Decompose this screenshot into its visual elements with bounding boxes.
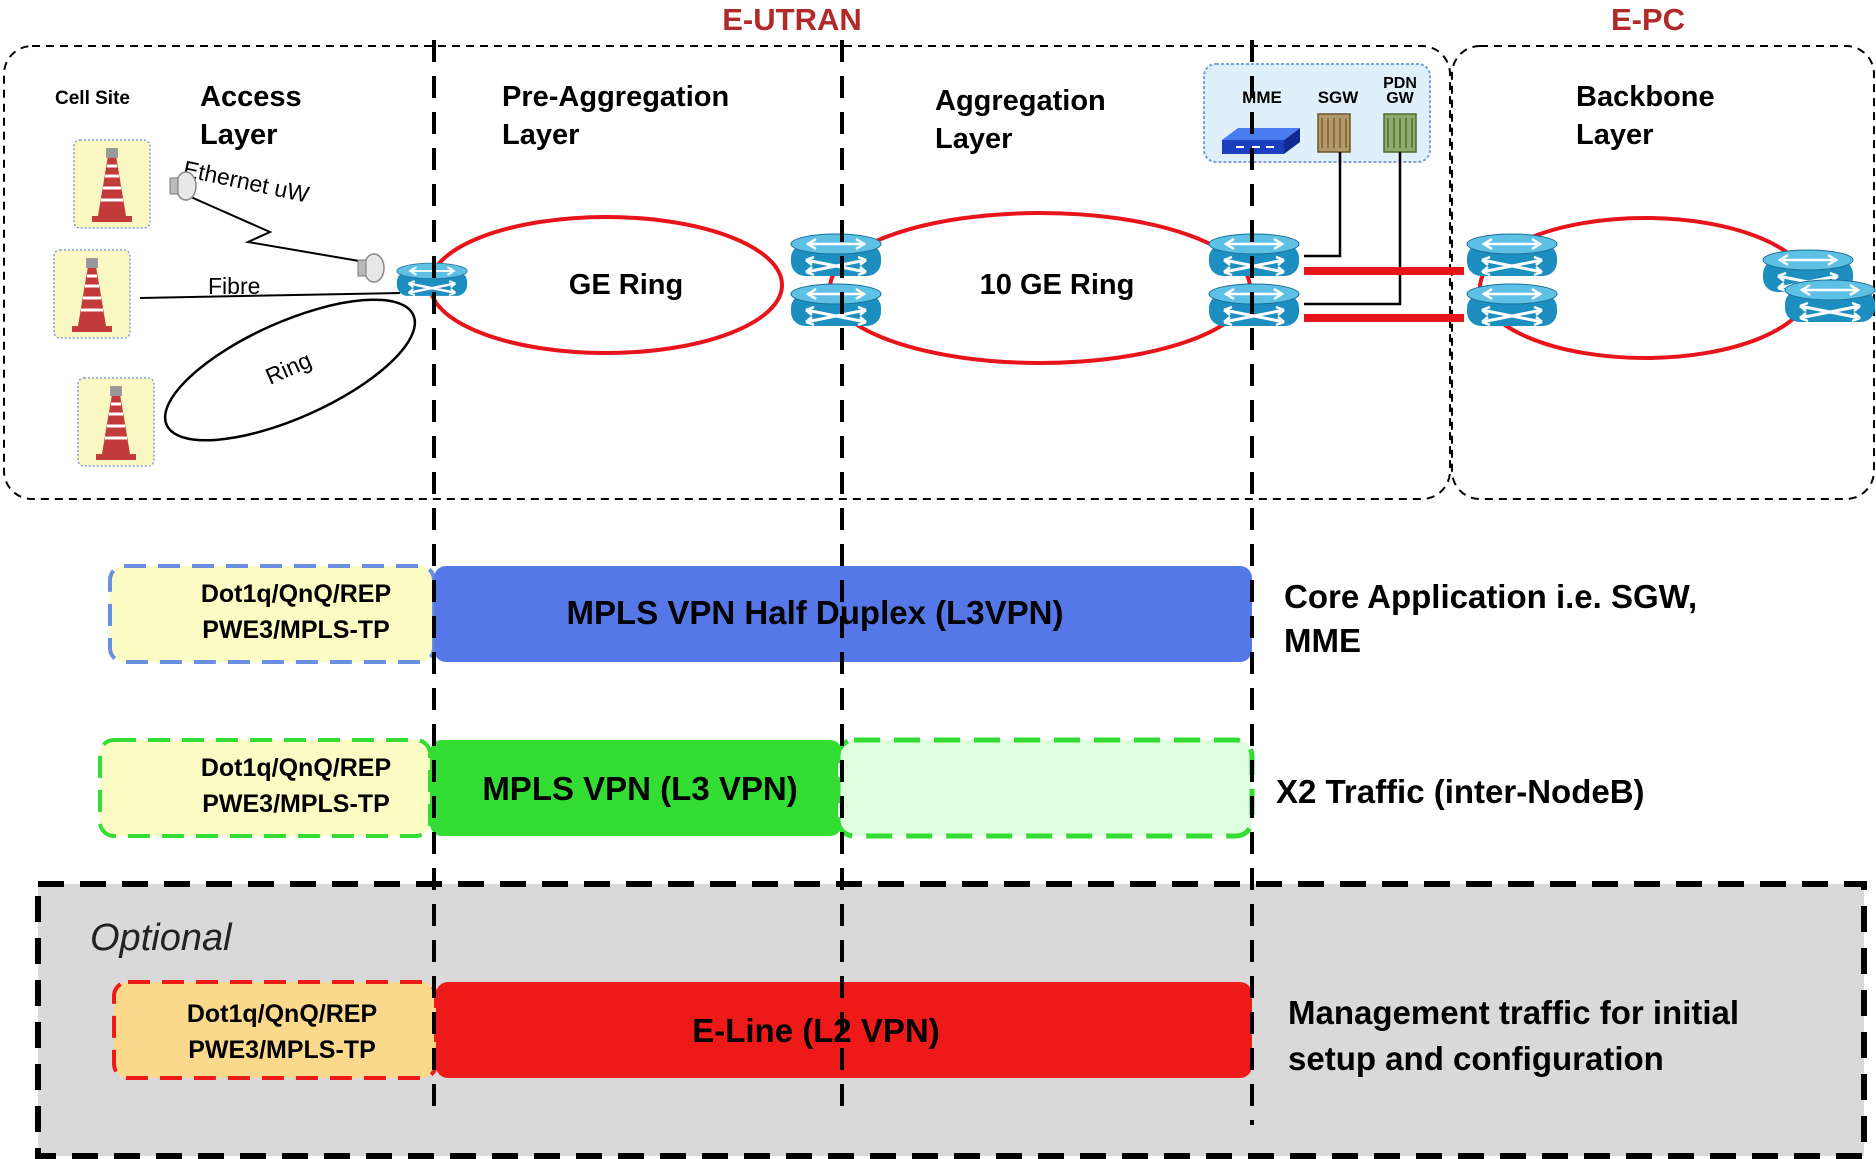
fibre-link bbox=[139, 292, 401, 299]
ethernet-uw-link bbox=[174, 189, 366, 263]
fibre-label: Fibre bbox=[208, 273, 260, 299]
access-layer-label-2: Layer bbox=[200, 119, 277, 151]
service-3-description-2: setup and configuration bbox=[1288, 1040, 1664, 1077]
service-2-optional-bar bbox=[835, 737, 1255, 839]
gw-label: GW bbox=[1386, 90, 1414, 107]
mme-label: MME bbox=[1242, 88, 1282, 107]
pdn-label: PDN bbox=[1383, 75, 1417, 92]
service-2-access-line-1: Dot1q/QnQ/REP bbox=[201, 754, 391, 782]
router-icon bbox=[789, 282, 883, 328]
service-3-description-1: Management traffic for initial bbox=[1288, 994, 1739, 1031]
aggregation-label-2: Layer bbox=[935, 123, 1012, 155]
microwave-dish-icon bbox=[357, 253, 385, 283]
pdn-gw-icon bbox=[1383, 113, 1417, 153]
service-2-description-1: X2 Traffic (inter-NodeB) bbox=[1276, 773, 1645, 810]
aggregation-label-1: Aggregation bbox=[935, 85, 1106, 117]
service-2-access-line-2: PWE3/MPLS-TP bbox=[202, 790, 390, 818]
access-ring-label: Ring bbox=[261, 347, 315, 390]
access-layer-label-1: Access bbox=[200, 81, 302, 113]
service-1-description-1: Core Application i.e. SGW, bbox=[1284, 578, 1697, 615]
pdn-gw-link bbox=[1304, 152, 1402, 306]
router-icon bbox=[1783, 278, 1876, 324]
ten-ge-ring-label: 10 GE Ring bbox=[980, 269, 1135, 301]
cell-tower-icon bbox=[76, 376, 156, 468]
router-icon bbox=[1465, 282, 1559, 328]
backbone-label-2: Layer bbox=[1576, 119, 1653, 151]
service-2-label: MPLS VPN (L3 VPN) bbox=[482, 770, 797, 807]
router-icon bbox=[1465, 232, 1559, 278]
backbone-label-1: Backbone bbox=[1576, 81, 1715, 113]
eutran-region bbox=[3, 45, 1451, 500]
service-3-access-line-1: Dot1q/QnQ/REP bbox=[187, 1000, 377, 1028]
sgw-icon bbox=[1317, 113, 1351, 153]
optional-label: Optional bbox=[90, 917, 233, 959]
service-1-access-line-1: Dot1q/QnQ/REP bbox=[201, 580, 391, 608]
service-1-access-line-2: PWE3/MPLS-TP bbox=[202, 616, 390, 644]
sgw-link bbox=[1304, 152, 1342, 258]
pre-aggregation-label-2: Layer bbox=[502, 119, 579, 151]
eutran-title: E-UTRAN bbox=[722, 2, 862, 37]
mme-icon bbox=[1222, 128, 1300, 154]
router-icon bbox=[789, 232, 883, 278]
sgw-label: SGW bbox=[1318, 88, 1360, 107]
pre-aggregation-label-1: Pre-Aggregation bbox=[502, 81, 729, 113]
service-3-access-line-2: PWE3/MPLS-TP bbox=[188, 1036, 376, 1064]
cell-tower-icon bbox=[72, 138, 152, 230]
ethernet-uw-label: Ethernet uW bbox=[181, 155, 312, 207]
ge-ring-label: GE Ring bbox=[569, 269, 683, 301]
service-2-bar bbox=[430, 740, 842, 836]
service-1-bar bbox=[434, 566, 1252, 662]
cell-site-label: Cell Site bbox=[55, 88, 130, 109]
service-3-label: E-Line (L2 VPN) bbox=[692, 1012, 940, 1049]
service-1-label: MPLS VPN Half Duplex (L3VPN) bbox=[567, 594, 1064, 631]
microwave-dish-icon bbox=[169, 171, 197, 201]
service-1-description-2: MME bbox=[1284, 622, 1361, 659]
access-ring bbox=[163, 298, 417, 442]
epc-title: E-PC bbox=[1611, 2, 1685, 37]
cell-tower-icon bbox=[52, 248, 132, 340]
